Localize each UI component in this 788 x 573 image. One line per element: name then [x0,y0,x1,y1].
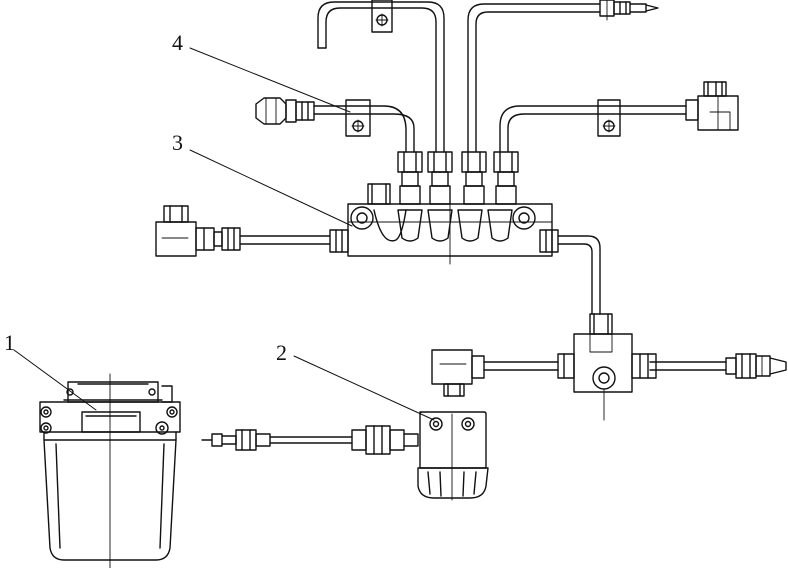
callout-3: 3 [172,130,353,227]
top-right-nozzle [599,0,659,21]
tee-junction [557,313,657,421]
left-fitting-upper [255,97,315,125]
callout-label-1: 1 [4,330,15,355]
pipe-clamp [345,99,371,137]
callout-label-4: 4 [172,30,183,55]
left-elbow [155,205,241,257]
filter [417,411,489,501]
outlet-fittings [397,151,519,205]
right-clamp [597,99,621,137]
pipes [239,1,727,371]
callout-2: 2 [276,340,435,421]
callout-4: 4 [172,30,351,113]
callout-label-3: 3 [172,130,183,155]
tee-left-elbow [431,349,485,397]
callout-label-2: 2 [276,340,287,365]
reservoir [39,373,181,569]
right-elbow-upper [685,81,739,131]
top-clamp [371,0,393,33]
distribution-block [329,183,559,265]
callout-1: 1 [4,330,97,411]
supply-line [201,425,419,455]
tee-right-fitting [725,353,787,379]
